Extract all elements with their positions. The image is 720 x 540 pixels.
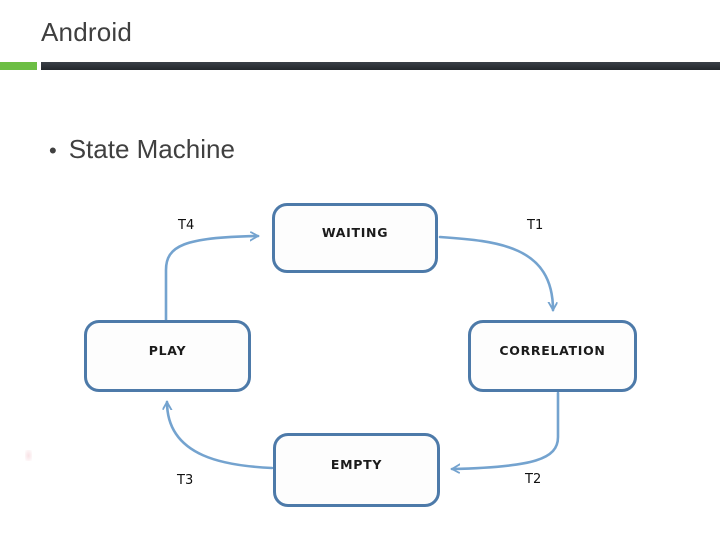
bullet-text: State Machine (68, 134, 235, 164)
state-label: EMPTY (330, 456, 383, 472)
state-box-correlation: CORRELATION (468, 320, 637, 392)
bullet-line: • State Machine (49, 134, 235, 165)
divider-bar-dark (41, 62, 720, 70)
transition-label-t1: T1 (527, 218, 544, 233)
divider-accent-green (0, 62, 37, 70)
state-box-empty: EMPTY (273, 433, 440, 507)
state-box-waiting: WAITING (272, 203, 438, 273)
transition-arrow-t1 (438, 235, 553, 310)
faint-artifact-mark (25, 450, 32, 461)
state-label: CORRELATION (499, 342, 606, 358)
transition-arrow-t2 (452, 391, 560, 469)
transition-label-t3: T3 (177, 473, 194, 488)
slide-title: Android (41, 17, 133, 47)
transition-arrow-t4 (164, 236, 258, 323)
state-box-play: PLAY (84, 320, 251, 392)
bullet-marker: • (49, 137, 57, 163)
transition-label-t2: T2 (525, 472, 542, 487)
transition-arrow-t3 (167, 402, 274, 470)
state-label: PLAY (148, 342, 187, 358)
state-label: WAITING (321, 224, 389, 240)
transition-label-t4: T4 (178, 218, 195, 233)
